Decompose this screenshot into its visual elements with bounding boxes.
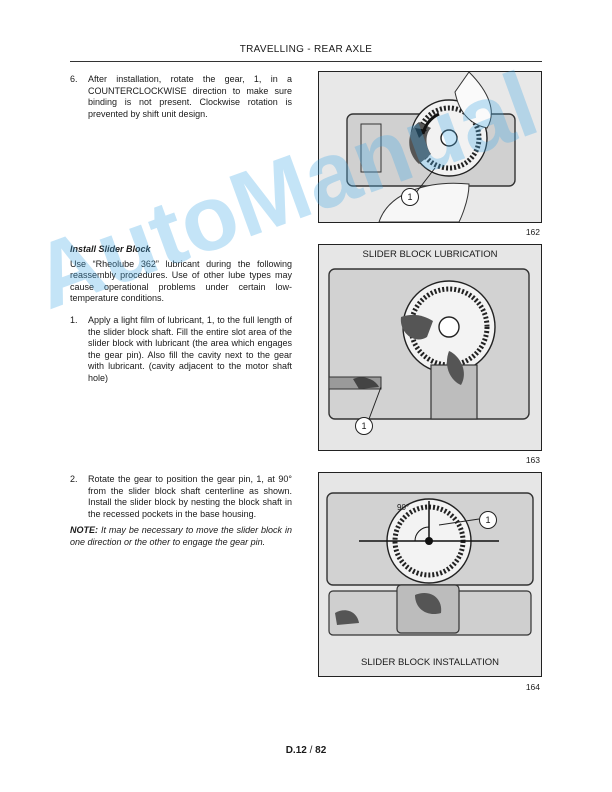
- figure-number: 163: [525, 455, 540, 465]
- page-separator: /: [306, 745, 316, 756]
- figure-163-photo: SLIDER BLOCK LUBRICATION 1: [318, 244, 542, 451]
- page-section: D.12: [285, 745, 307, 756]
- gear-rotation-illustration: [319, 72, 541, 222]
- step-text: Rotate the gear to position the gear pin…: [88, 474, 292, 519]
- step-number: 6.: [70, 74, 78, 84]
- step-1: 1. Apply a light film of lubricant, 1, t…: [70, 315, 292, 384]
- callout-1: 1: [401, 188, 419, 206]
- header-rule: [70, 61, 542, 62]
- step-text: Apply a light film of lubricant, 1, to t…: [88, 315, 292, 383]
- section-intro: Use “Rheolube 362” lubricant during the …: [70, 258, 292, 304]
- step-text: After installation, rotate the gear, 1, …: [88, 74, 292, 119]
- callout-1: 1: [479, 511, 497, 529]
- callout-1: 1: [355, 417, 373, 435]
- page-header-title: TRAVELLING - REAR AXLE: [239, 44, 373, 55]
- section-install-slider-block: Install Slider Block Use “Rheolube 362” …: [70, 244, 292, 305]
- slider-block-lubrication-illustration: [319, 245, 541, 450]
- angle-label: 90°: [397, 503, 410, 512]
- section-heading: Install Slider Block: [70, 244, 151, 254]
- note-label: NOTE:: [70, 525, 98, 535]
- page-num: 82: [315, 745, 327, 756]
- note: NOTE: It may be necessary to move the sl…: [70, 525, 292, 548]
- figure-164-photo: 90° 1 SLIDER BLOCK INSTALLATION: [318, 472, 542, 677]
- page-number: D.12 / 82: [0, 745, 612, 756]
- figure-number: 164: [525, 682, 540, 692]
- step-number: 1.: [70, 315, 78, 325]
- slider-block-installation-illustration: [319, 473, 541, 676]
- figure-caption: SLIDER BLOCK LUBRICATION: [362, 249, 498, 260]
- note-text: It may be necessary to move the slider b…: [70, 525, 292, 547]
- figure-caption: SLIDER BLOCK INSTALLATION: [361, 657, 499, 668]
- step-2: 2. Rotate the gear to position the gear …: [70, 474, 292, 548]
- step-number: 2.: [70, 474, 78, 484]
- figure-162-photo: 1: [318, 71, 542, 223]
- step-6: 6. After installation, rotate the gear, …: [70, 74, 292, 120]
- figure-number: 162: [525, 227, 540, 237]
